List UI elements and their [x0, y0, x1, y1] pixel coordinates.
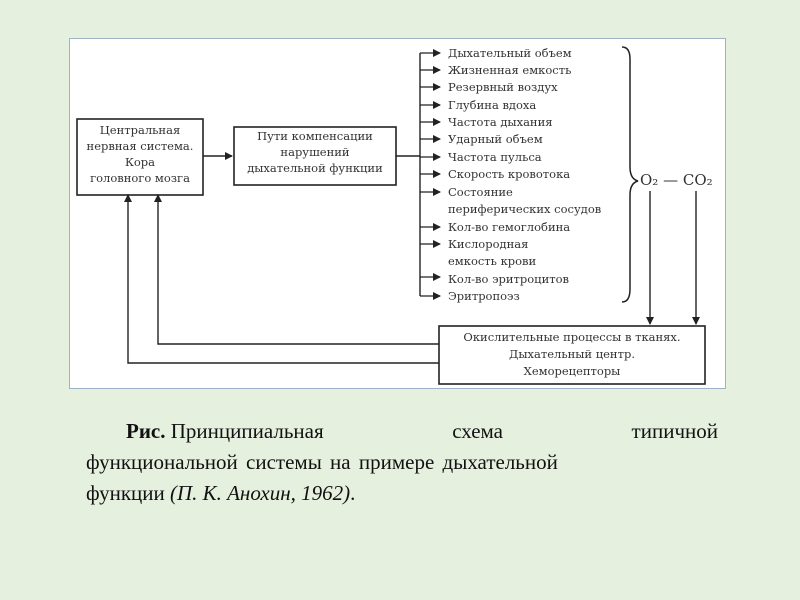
cns-line-4: головного мозга: [90, 171, 190, 185]
caption-line-3-end: .: [350, 481, 356, 505]
caption-line-2: функциональной системы на примере дыхате…: [86, 447, 718, 478]
caption-word: схема: [452, 419, 503, 443]
caption-citation: (П. К. Анохин, 1962): [170, 481, 351, 505]
caption-line-3: функции (П. К. Анохин, 1962).: [86, 478, 718, 509]
functional-system-diagram: Центральная нервная система. Кора головн…: [76, 46, 713, 385]
list-item: Резервный воздух: [448, 80, 558, 94]
caption-line-1: Рис. Принципиальная схема типичной: [86, 416, 718, 447]
comp-line-1: Пути компенсации: [257, 129, 373, 143]
caption-line-2-text: функциональной системы на примере дыхате…: [86, 450, 558, 474]
feedback-line-inner: [154, 194, 439, 345]
cns-box: [76, 118, 204, 196]
tissue-line-1: Окислительные процессы в тканях.: [463, 330, 680, 344]
tissue-box: [438, 325, 706, 385]
list-item: Дыхательный объем: [448, 46, 572, 60]
tissue-line-3: Хеморецепторы: [524, 364, 621, 378]
comp-line-3: дыхательной функции: [247, 161, 383, 175]
list-item: Кол-во эритроцитов: [448, 272, 569, 286]
gas-label: O₂ — CO₂: [640, 171, 713, 189]
list-item: Частота пульса: [448, 150, 542, 164]
cns-line-1: Центральная: [100, 123, 180, 137]
list-item: емкость крови: [448, 254, 537, 268]
caption-word: Принципиальная: [170, 419, 324, 443]
figure-caption: Рис. Принципиальная схема типичной функц…: [86, 416, 718, 509]
caption-lead: Рис.: [126, 419, 166, 443]
list-item: Кол-во гемоглобина: [448, 220, 570, 234]
comp-line-2: нарушений: [280, 145, 349, 159]
feedback-line-outer: [124, 194, 439, 364]
list-item: Кислородная: [448, 237, 528, 251]
list-item: Состояние: [448, 185, 513, 199]
cns-line-2: нервная система.: [87, 139, 194, 153]
cns-line-3: Кора: [125, 155, 155, 169]
list-item: Глубина вдоха: [448, 98, 536, 112]
curly-brace: [621, 46, 639, 303]
list-item: Скорость кровотока: [448, 167, 570, 181]
list-item: периферических сосудов: [448, 202, 601, 216]
caption-line-3-start: функции: [86, 481, 165, 505]
caption-word: типичной: [631, 419, 718, 443]
tissue-line-2: Дыхательный центр.: [509, 347, 635, 361]
caption-lead-group: Рис. Принципиальная: [126, 416, 324, 447]
branch-arrows: [420, 49, 441, 300]
list-item: Эритропоэз: [448, 289, 520, 303]
list-item: Частота дыхания: [448, 115, 553, 129]
diagram-panel: Центральная нервная система. Кора головн…: [69, 38, 726, 389]
list-item: Жизненная емкость: [448, 63, 571, 77]
list-item: Ударный объем: [448, 132, 543, 146]
